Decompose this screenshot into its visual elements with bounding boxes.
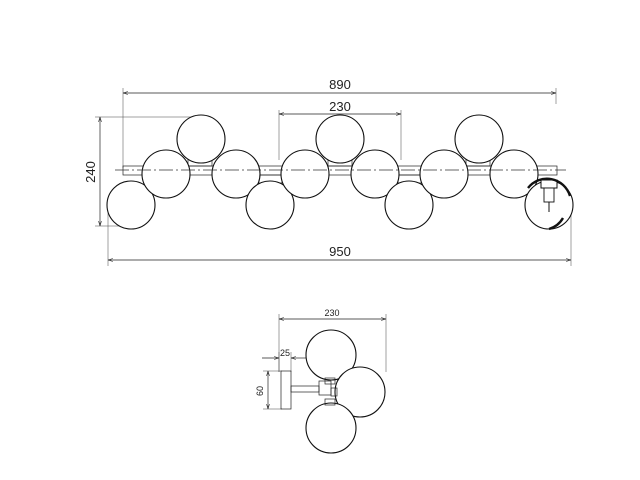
globe [305, 402, 357, 454]
dimension-890-label: 890 [329, 77, 351, 92]
front-view: 890 230 240 950 [83, 77, 574, 266]
side-view: 230 25 60 [255, 308, 387, 454]
side-glass-globes [305, 329, 386, 454]
joint [324, 398, 336, 406]
dimension-60: 60 [255, 370, 282, 410]
dimension-230-front: 230 [278, 99, 402, 160]
globe [141, 149, 191, 199]
dimension-230-side-label: 230 [324, 308, 339, 318]
globe [334, 366, 386, 418]
globe [106, 180, 156, 230]
dimension-25: 25 [262, 348, 306, 372]
globe [176, 114, 226, 164]
globe [315, 114, 365, 164]
glass-globes [106, 114, 574, 230]
globe [384, 180, 434, 230]
joint [324, 377, 336, 385]
globe [305, 329, 357, 381]
dimension-60-label: 60 [255, 386, 265, 396]
end-fitting [527, 177, 572, 231]
dimension-950: 950 [107, 200, 572, 266]
globe [245, 180, 295, 230]
globe [489, 149, 539, 199]
dimension-890: 890 [122, 77, 557, 168]
globe [350, 149, 400, 199]
dimension-950-label: 950 [329, 244, 351, 259]
dimension-240-label: 240 [83, 161, 98, 183]
dimension-230-front-label: 230 [329, 99, 351, 114]
globe [211, 149, 261, 199]
globe [280, 149, 330, 199]
joint [330, 387, 338, 397]
globe [454, 114, 504, 164]
globe [419, 149, 469, 199]
dimension-25-label: 25 [280, 348, 290, 358]
